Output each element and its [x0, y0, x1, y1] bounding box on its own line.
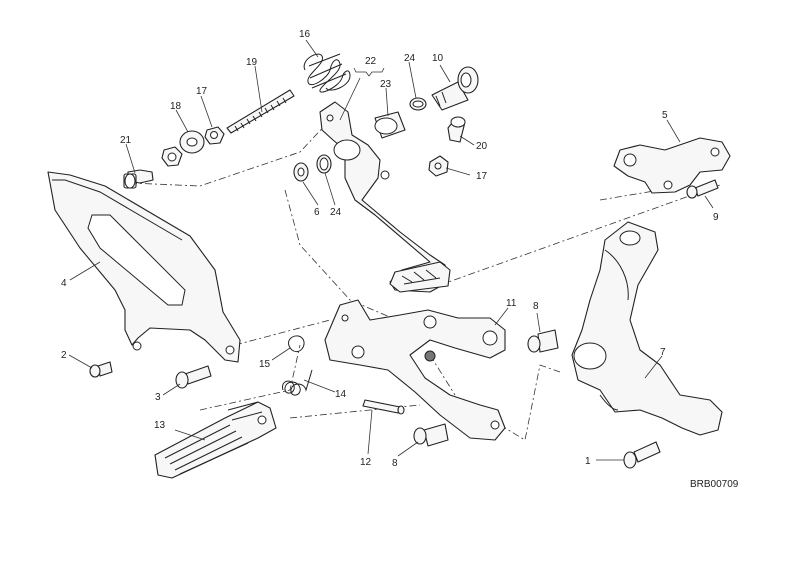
callout-21: 21: [120, 135, 132, 146]
bolt-3: [175, 365, 212, 389]
pivot-pin-10: [431, 66, 479, 111]
callout-8-lower: 8: [392, 458, 398, 469]
callout-6: 6: [314, 207, 320, 218]
bracket-5: [613, 137, 731, 194]
callout-17-right: 17: [476, 171, 488, 182]
heel-guard-plate: [47, 171, 241, 363]
callout-23: 23: [380, 79, 392, 90]
callout-16: 16: [299, 29, 311, 40]
bolt-2: [89, 361, 113, 378]
callout-10: 10: [432, 53, 444, 64]
bolt-1: [623, 441, 661, 469]
callout-13: 13: [154, 420, 166, 431]
nut-17: [204, 126, 225, 145]
oring-24-left: [316, 154, 332, 174]
mounting-hole: [132, 341, 142, 351]
return-spring-14: [282, 369, 313, 396]
callout-19: 19: [246, 57, 258, 68]
footpeg-bracket-11: [324, 299, 506, 441]
callout-labels: 1 2 3 4 5 6 7 8 8 9 10 11 12 13 14 15 16…: [61, 29, 719, 469]
bushing-23: [374, 111, 406, 139]
callout-24-bottom: 24: [330, 207, 342, 218]
callout-11: 11: [506, 298, 517, 309]
brake-pedal-22: [319, 101, 451, 293]
callout-1: 1: [585, 456, 591, 467]
callout-24-top: 24: [404, 53, 416, 64]
callout-7: 7: [660, 347, 666, 358]
spring-16: [303, 53, 351, 93]
callout-14: 14: [335, 389, 347, 400]
bolt-21: [123, 169, 154, 189]
callout-12: 12: [360, 457, 372, 468]
nut-17-right: [428, 155, 449, 177]
callout-8-upper: 8: [533, 301, 539, 312]
callout-22: 22: [365, 56, 377, 67]
leader-lines: [68, 39, 714, 461]
callout-20: 20: [476, 141, 488, 152]
pin-12: [362, 399, 405, 415]
footpeg-mount-7: [571, 221, 723, 436]
reference-code: BRB00709: [690, 479, 739, 490]
bolt-8-upper: [527, 329, 559, 353]
callout-9: 9: [713, 212, 719, 223]
threaded-rod-19: [226, 89, 295, 134]
footpeg-13: [154, 401, 277, 479]
oring-24-right: [409, 97, 427, 111]
screw-9: [686, 179, 719, 199]
callout-15: 15: [259, 359, 271, 370]
clip-15: [288, 335, 305, 352]
callout-17-left: 17: [196, 86, 208, 97]
bolt-8-lower: [413, 423, 449, 447]
callout-3: 3: [155, 392, 161, 403]
washer-18: [179, 130, 205, 154]
nut-18: [161, 146, 183, 167]
callout-18: 18: [170, 101, 182, 112]
mounting-hole: [225, 345, 235, 355]
bolt-20: [447, 116, 466, 143]
assembly-lines: [129, 119, 721, 441]
callout-2: 2: [61, 350, 67, 361]
washer-6: [293, 162, 309, 182]
callout-5: 5: [662, 110, 668, 121]
callout-4: 4: [61, 278, 67, 289]
